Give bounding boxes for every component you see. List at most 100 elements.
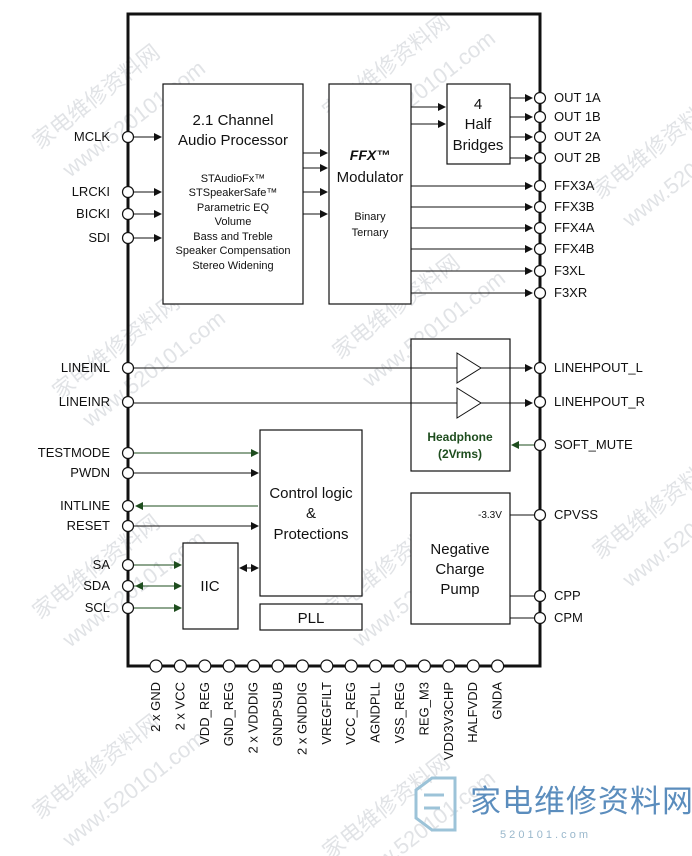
pin-label-2-x-vdddig: 2 x VDDDIG: [246, 682, 261, 754]
pin-sdi: [121, 231, 135, 245]
control-line-2: &: [306, 505, 316, 522]
pin-label-f3xr: F3XR: [554, 285, 587, 300]
left-pins: MCLKLRCKIBICKISDILINEINLLINEINRTESTMODEP…: [38, 129, 135, 615]
pin-label-testmode: TESTMODE: [38, 445, 111, 460]
pin-vss-reg: [393, 659, 407, 673]
pin-label-gndpsub: GNDPSUB: [270, 682, 285, 746]
pin-label-reg-m3: REG_M3: [416, 682, 431, 735]
pin-label-vss-reg: VSS_REG: [392, 682, 407, 743]
pin-out-2b: [533, 151, 547, 165]
iic-label: IIC: [200, 578, 219, 595]
control-logic-block: Control logic & Protections: [259, 429, 363, 597]
pin-gnd-reg: [222, 659, 236, 673]
watermark-text: 家电维修资料网: [318, 749, 455, 856]
pin-label-vdd3v3chp: VDD3V3CHP: [441, 682, 456, 760]
pin-f3xr: [533, 286, 547, 300]
pin-reset: [121, 519, 135, 533]
pin-agndpll: [369, 659, 383, 673]
pin-label-ffx4a: FFX4A: [554, 220, 595, 235]
pin-label-sa: SA: [93, 557, 111, 572]
control-line-1: Control logic: [269, 485, 353, 502]
pin-2-x-vcc: [173, 659, 187, 673]
pin-vregfilt: [320, 659, 334, 673]
pin-halfvdd: [466, 659, 480, 673]
pin-vdd3v3chp: [442, 659, 456, 673]
audio-processor-feature: Bass and Treble: [193, 231, 273, 243]
charge-pump-line-1: Negative: [430, 541, 489, 558]
pin-label-lrcki: LRCKI: [72, 184, 110, 199]
pin-out-1a: [533, 91, 547, 105]
brand-logo-icon: [414, 776, 457, 832]
pin-label-linehpout-l: LINEHPOUT_L: [554, 360, 643, 375]
half-bridges-block: 4 Half Bridges: [446, 83, 511, 165]
pin-label-gnd-reg: GND_REG: [221, 682, 236, 746]
pin-gnda: [491, 659, 505, 673]
pin-bicki: [121, 207, 135, 221]
half-bridges-line-3: Bridges: [453, 137, 504, 154]
pin-2-x-vdddig: [247, 659, 261, 673]
pin-label-f3xl: F3XL: [554, 263, 585, 278]
pin-label-2-x-vcc: 2 x VCC: [172, 682, 187, 730]
pin-label-sdi: SDI: [88, 230, 110, 245]
modulator-block: FFX™ Modulator Binary Ternary: [328, 83, 412, 305]
headphone-line-2: (2Vrms): [438, 447, 482, 461]
pin-label-out-2b: OUT 2B: [554, 150, 601, 165]
pin-label-soft-mute: SOFT_MUTE: [554, 437, 633, 452]
pin-out-2a: [533, 130, 547, 144]
pin-label-sda: SDA: [83, 578, 110, 593]
pin-gndpsub: [271, 659, 285, 673]
pin-f3xl: [533, 264, 547, 278]
half-bridges-line-1: 4: [474, 96, 482, 113]
pin-label-reset: RESET: [67, 518, 110, 533]
modulator-title: Modulator: [337, 169, 404, 186]
audio-processor-feature: Volume: [215, 216, 252, 228]
pin-label-2-x-gnddig: 2 x GNDDIG: [294, 682, 309, 755]
audio-processor-title-2: Audio Processor: [178, 132, 288, 149]
charge-pump-block: Negative Charge Pump -3.3V: [410, 492, 511, 625]
brand-logo-text: 家电维修资料网: [470, 784, 692, 819]
pin-vdd-reg: [198, 659, 212, 673]
pin-2-x-gnd: [149, 659, 163, 673]
audio-processor-feature: Stereo Widening: [192, 260, 273, 272]
brand-logo: 家电维修资料网 5 2 0 1 0 1 . c o m: [414, 776, 692, 841]
pin-linehpout-r: [533, 395, 547, 409]
modulator-sub-2: Ternary: [352, 227, 389, 239]
brand-logo-domain: 5 2 0 1 0 1 . c o m: [500, 829, 588, 841]
pin-label-vcc-reg: VCC_REG: [343, 682, 358, 745]
pin-label-cpvss: CPVSS: [554, 507, 598, 522]
pin-label-out-2a: OUT 2A: [554, 129, 601, 144]
pin-scl: [121, 601, 135, 615]
pin-reg-m3: [417, 659, 431, 673]
pin-lineinl: [121, 361, 135, 375]
pin-pwdn: [121, 466, 135, 480]
chip-outline: [126, 12, 542, 668]
pin-linehpout-l: [533, 361, 547, 375]
pin-label-ffx4b: FFX4B: [554, 241, 594, 256]
audio-processor-feature: STSpeakerSafe™: [189, 187, 278, 199]
pin-label-2-x-gnd: 2 x GND: [148, 682, 163, 732]
pin-label-lineinl: LINEINL: [61, 360, 110, 375]
pin-out-1b: [533, 110, 547, 124]
pin-soft-mute: [533, 438, 547, 452]
pin-lineinr: [121, 395, 135, 409]
pin-label-out-1b: OUT 1B: [554, 109, 601, 124]
pin-label-linehpout-r: LINEHPOUT_R: [554, 394, 645, 409]
pin-label-bicki: BICKI: [76, 206, 110, 221]
audio-processor-feature: Speaker Compensation: [176, 245, 291, 257]
pin-vcc-reg: [344, 659, 358, 673]
charge-pump-line-3: Pump: [440, 581, 479, 598]
pin-sda: [121, 579, 135, 593]
pin-label-halfvdd: HALFVDD: [465, 682, 480, 743]
pin-intline: [121, 499, 135, 513]
modulator-title-italic: FFX™: [350, 147, 390, 163]
pll-label: PLL: [298, 610, 325, 627]
pin-label-lineinr: LINEINR: [59, 394, 110, 409]
pin-label-cpm: CPM: [554, 610, 583, 625]
pin-label-ffx3a: FFX3A: [554, 178, 595, 193]
pin-label-scl: SCL: [85, 600, 110, 615]
headphone-block: Headphone (2Vrms): [410, 338, 511, 472]
pll-block: PLL: [259, 603, 363, 631]
